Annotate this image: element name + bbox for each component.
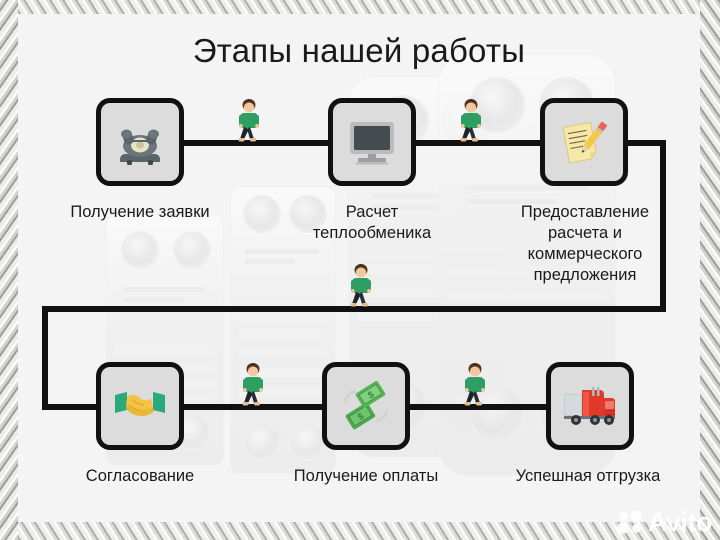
step-label-1-line-1: Получение заявки: [70, 203, 210, 221]
connector-3-4-vertical: [660, 140, 666, 312]
telephone-icon: [120, 129, 160, 165]
step-label-3-line-4: предложения: [533, 266, 637, 284]
walking-person-icon-1: [236, 98, 262, 149]
avito-logo-icon: [617, 510, 642, 534]
step-label-3-line-3: коммерческого: [527, 245, 643, 263]
step-label-2-line-1: Расчет: [345, 203, 399, 221]
background-ghost-unit-2: [230, 186, 336, 474]
step-label-5-line-1: Получение оплаты: [293, 467, 439, 485]
connector-3-4-horizontal-out: [618, 140, 666, 146]
step-box-4[interactable]: [96, 362, 184, 450]
connector-3-4-horizontal-back: [42, 306, 666, 312]
step-label-3-line-1: Предоставление: [520, 203, 650, 221]
step-label-5: Получение оплаты: [266, 466, 466, 487]
frame-edge-bottom: [0, 521, 720, 540]
frame-edge-right: [700, 0, 720, 540]
connector-5-6: [404, 404, 554, 410]
computer-monitor-icon: [350, 122, 394, 165]
connector-1-2: [178, 140, 335, 146]
step-label-3: Предоставление расчета и коммерческого п…: [490, 202, 680, 286]
step-label-6-line-1: Успешная отгрузка: [515, 467, 661, 485]
handshake-icon: [115, 392, 165, 416]
step-box-3[interactable]: [540, 98, 628, 186]
connector-3-4-horizontal-in: [42, 404, 106, 410]
step-label-2: Расчет теплообменика: [282, 202, 462, 244]
step-label-2-line-2: теплообменика: [312, 224, 432, 242]
step-box-1[interactable]: [96, 98, 184, 186]
step-label-4: Согласование: [50, 466, 230, 487]
svg-text:$: $: [366, 389, 376, 400]
avito-watermark-text: Avito: [648, 507, 713, 537]
truck-icon: [564, 387, 615, 425]
step-label-4-line-1: Согласование: [85, 467, 195, 485]
walking-person-icon-2: [458, 98, 484, 149]
step-box-6[interactable]: [546, 362, 634, 450]
step-label-1: Получение заявки: [40, 202, 240, 223]
svg-text:$: $: [356, 411, 366, 422]
walking-person-icon-4: [240, 362, 266, 413]
page-title: Этапы нашей работы: [192, 32, 526, 69]
connector-2-3: [408, 140, 541, 146]
note-pencil-icon: [562, 121, 608, 164]
step-box-2[interactable]: [328, 98, 416, 186]
step-label-3-line-2: расчета и: [548, 224, 622, 242]
step-label-6: Успешная отгрузка: [490, 466, 686, 487]
connector-3-4-vertical-down: [42, 306, 48, 410]
step-box-5[interactable]: $ $: [322, 362, 410, 450]
walking-person-icon-5: [462, 362, 488, 413]
frame-edge-top: [0, 0, 720, 14]
avito-watermark: Avito: [617, 507, 713, 537]
money-icon: $ $: [344, 381, 388, 430]
connector-4-5: [178, 404, 330, 410]
frame-edge-left: [0, 0, 18, 540]
slide-canvas: Этапы нашей работы: [18, 14, 700, 522]
walking-person-icon-3: [348, 263, 374, 314]
